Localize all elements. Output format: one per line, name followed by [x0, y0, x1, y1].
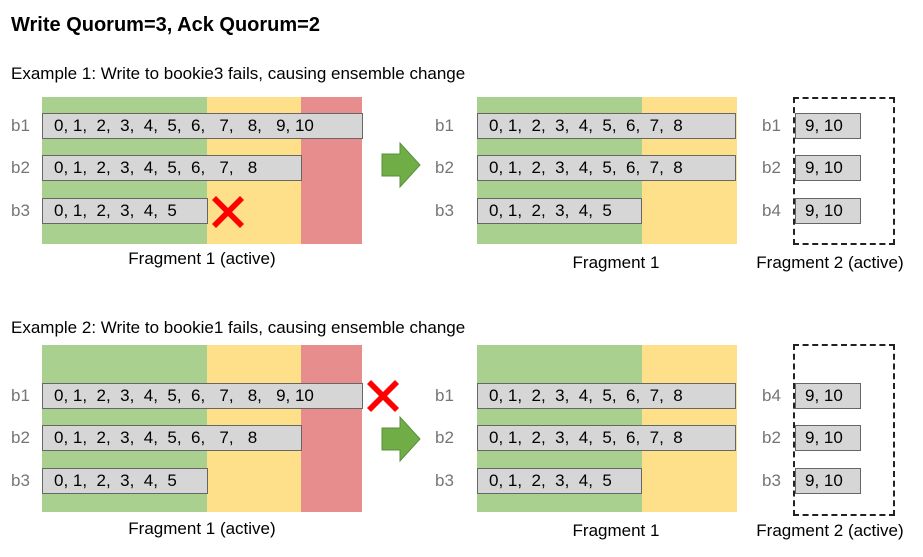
ex2-before-row-label: b2: [11, 428, 30, 447]
ex1-fragment2-entries-b2: 9, 10: [795, 155, 861, 181]
diagram-title: Write Quorum=3, Ack Quorum=2: [11, 14, 320, 36]
ex1-before-entries-b1: 0, 1, 2, 3, 4, 5, 6, 7, 8, 9, 10: [42, 113, 363, 139]
ex2-fragment2-entries-b2: 9, 10: [795, 425, 861, 451]
ex2-fragment2-box: [793, 344, 895, 516]
right-arrow-icon: [381, 415, 421, 463]
ex2-before-row-label: b1: [11, 386, 30, 405]
ex1-after-entries-b2: 0, 1, 2, 3, 4, 5, 6, 7, 8: [477, 155, 736, 181]
ex2-after-entries-b1: 0, 1, 2, 3, 4, 5, 6, 7, 8: [477, 383, 736, 409]
example2-heading: Example 2: Write to bookie1 fails, causi…: [11, 318, 466, 337]
ex1-fragment2-entries-b4: 9, 10: [795, 198, 861, 224]
ex1-fragment2-caption: Fragment 2 (active): [756, 253, 904, 272]
ex1-fragment2-row-label: b1: [762, 116, 781, 135]
ex2-fragment2-row-label: b3: [762, 471, 781, 490]
ex1-after-entries-b1: 0, 1, 2, 3, 4, 5, 6, 7, 8: [477, 113, 736, 139]
ex2-fragment2-row-label: b4: [762, 386, 781, 405]
ex2-before-caption: Fragment 1 (active): [128, 519, 276, 538]
ex2-fragment2-entries-b4: 9, 10: [795, 383, 861, 409]
ex2-before-entries-b2: 0, 1, 2, 3, 4, 5, 6, 7, 8: [42, 425, 302, 451]
ex1-before-row-label: b3: [11, 201, 30, 220]
ex2-after-row-label: b1: [435, 386, 454, 405]
ex1-before-entries-b3: 0, 1, 2, 3, 4, 5: [42, 198, 208, 224]
failure-x-icon: [367, 380, 399, 412]
ex1-fragment2-row-label: b2: [762, 158, 781, 177]
ex2-before-red-zone: [301, 345, 362, 512]
right-arrow-icon: [381, 141, 421, 189]
ex2-fragment2-entries-b3: 9, 10: [795, 468, 861, 494]
ex1-before-entries-b2: 0, 1, 2, 3, 4, 5, 6, 7, 8: [42, 155, 302, 181]
ex1-after-entries-b3: 0, 1, 2, 3, 4, 5: [477, 198, 642, 224]
ex1-fragment2-row-label: b4: [762, 201, 781, 220]
ex1-before-row-label: b2: [11, 158, 30, 177]
ex1-after-caption: Fragment 1: [572, 253, 660, 272]
ex2-before-entries-b3: 0, 1, 2, 3, 4, 5: [42, 468, 208, 494]
ex1-after-row-label: b2: [435, 158, 454, 177]
example1-heading: Example 1: Write to bookie3 fails, causi…: [11, 64, 466, 83]
ex1-after-row-label: b1: [435, 116, 454, 135]
ex2-after-row-label: b3: [435, 471, 454, 490]
ex1-before-row-label: b1: [11, 116, 30, 135]
ex1-after-row-label: b3: [435, 201, 454, 220]
ex2-fragment2-caption: Fragment 2 (active): [756, 521, 904, 540]
ex2-before-entries-b1: 0, 1, 2, 3, 4, 5, 6, 7, 8, 9, 10: [42, 383, 363, 409]
ex2-after-entries-b2: 0, 1, 2, 3, 4, 5, 6, 7, 8: [477, 425, 736, 451]
ex2-before-row-label: b3: [11, 471, 30, 490]
ex2-after-entries-b3: 0, 1, 2, 3, 4, 5: [477, 468, 642, 494]
ex1-before-caption: Fragment 1 (active): [128, 249, 276, 268]
ex2-after-row-label: b2: [435, 428, 454, 447]
ex2-fragment2-row-label: b2: [762, 428, 781, 447]
ex2-after-caption: Fragment 1: [572, 521, 660, 540]
failure-x-icon: [212, 196, 244, 228]
ex1-fragment2-box: [793, 97, 895, 245]
ex1-fragment2-entries-b1: 9, 10: [795, 113, 861, 139]
